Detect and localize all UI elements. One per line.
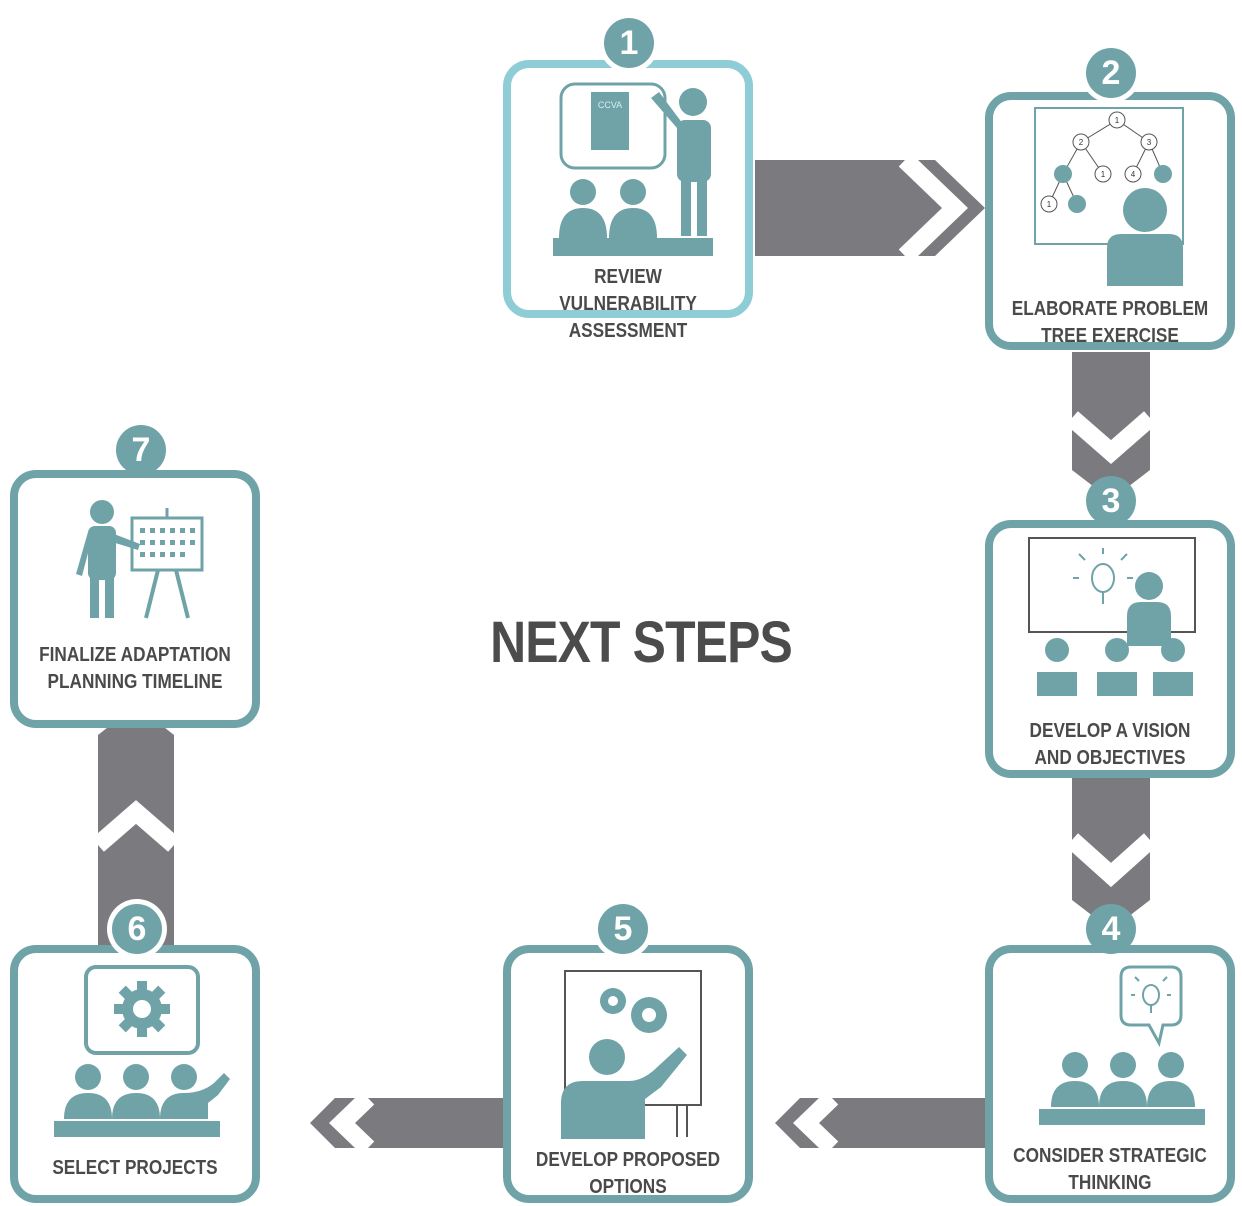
step-1-badge: 1 [604, 18, 654, 68]
gears-presenter-icon [561, 970, 702, 1139]
diagram-title: NEXT STEPS [490, 610, 793, 675]
tree-node-label: 1 [1047, 200, 1052, 209]
chevron-4-5 [793, 1091, 839, 1155]
tree-node-label: 4 [1131, 170, 1136, 179]
step-7-badge: 7 [116, 425, 166, 475]
problem-tree-icon: 1 2 3 1 4 1 [1034, 107, 1184, 286]
gear-screen-group-icon [54, 965, 230, 1137]
step-6-card: SELECT PROJECTS [10, 945, 260, 1203]
step-2-badge: 2 [1086, 48, 1136, 98]
step-6-label: SELECT PROJECTS [52, 1157, 218, 1179]
step-4-badge: 4 [1086, 904, 1136, 954]
chevron-6-7 [92, 800, 180, 852]
chevron-5-6 [329, 1091, 375, 1155]
connector-arrow-6-7 [98, 705, 174, 945]
chevron-1-2 [898, 153, 968, 263]
tree-node-label: 1 [1115, 116, 1120, 125]
step-5-badge: 5 [598, 904, 648, 954]
timeline-easel-icon [76, 500, 204, 619]
vision-classroom-icon [1028, 537, 1196, 696]
step-3-badge: 3 [1086, 476, 1136, 526]
tree-node-label: 1 [1101, 170, 1106, 179]
chevron-3-4 [1065, 833, 1157, 888]
step-6-badge: 6 [112, 904, 162, 954]
tree-node-label: 3 [1147, 138, 1152, 147]
chevron-2-3 [1066, 411, 1156, 464]
presenter-audience-icon: CCVA [553, 82, 713, 256]
connector-arrow-3-4 [1072, 778, 1150, 930]
idea-bubble-group-icon [1039, 965, 1205, 1125]
screen-label: CCVA [598, 100, 622, 110]
connector-arrow-2-3 [1072, 352, 1150, 500]
tree-node-label: 2 [1079, 138, 1084, 147]
